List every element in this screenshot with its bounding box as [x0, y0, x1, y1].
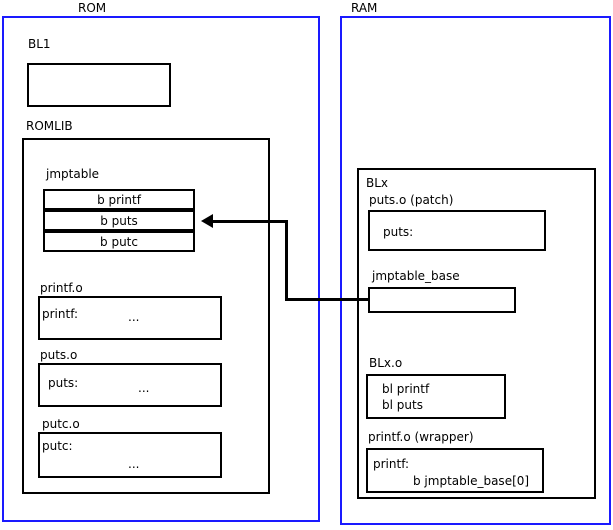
- connector-segment-horizontal-lower: [285, 298, 369, 301]
- puts-o-box: puts: ...: [38, 363, 222, 407]
- puts-o-body: ...: [138, 381, 150, 395]
- putc-o-body: ...: [128, 457, 140, 471]
- puts-patch-symbol: puts:: [383, 225, 414, 239]
- printf-wrapper-symbol: printf:: [373, 457, 410, 471]
- ram-region-title: RAM: [351, 1, 378, 15]
- jmptable-entry-2: b putc: [43, 231, 195, 252]
- connector-segment-vertical: [285, 220, 288, 301]
- blx-o-box: bl printf bl puts: [366, 374, 506, 419]
- putc-o-box: putc: ...: [38, 432, 222, 478]
- blx-o-line-1: bl printf: [382, 382, 430, 396]
- romlib-label: ROMLIB: [26, 119, 73, 133]
- connector-arrow-head: [201, 214, 213, 228]
- printf-wrapper-label: printf.o (wrapper): [368, 430, 474, 444]
- puts-patch-box: puts:: [368, 210, 546, 251]
- printf-o-symbol: printf:: [42, 307, 79, 321]
- jmptable-entry-1: b puts: [43, 210, 195, 231]
- rom-region-title: ROM: [78, 1, 107, 15]
- blx-o-label: BLx.o: [369, 356, 403, 370]
- jmptable-base-box: [368, 287, 516, 313]
- connector-segment-horizontal-upper: [210, 220, 288, 223]
- printf-wrapper-branch: b jmptable_base[0]: [413, 474, 530, 488]
- printf-wrapper-box: printf: b jmptable_base[0]: [366, 448, 544, 493]
- puts-patch-label: puts.o (patch): [369, 193, 454, 207]
- rom-region: [2, 16, 320, 522]
- jmptable-label: jmptable: [46, 167, 100, 181]
- printf-o-box: printf: ...: [38, 296, 222, 340]
- printf-o-body: ...: [128, 310, 140, 324]
- putc-o-label: putc.o: [42, 417, 80, 431]
- printf-o-label: printf.o: [40, 281, 83, 295]
- jmptable-entry-0: b printf: [43, 189, 195, 210]
- bl1-box: [27, 63, 171, 107]
- bl1-label: BL1: [28, 37, 51, 51]
- putc-o-symbol: putc:: [42, 439, 73, 453]
- jmptable-base-label: jmptable_base: [372, 269, 460, 283]
- ram-region: [340, 16, 611, 525]
- blx-label: BLx: [366, 176, 389, 190]
- puts-o-label: puts.o: [40, 348, 78, 362]
- puts-o-symbol: puts:: [48, 376, 79, 390]
- blx-o-line-2: bl puts: [382, 398, 423, 412]
